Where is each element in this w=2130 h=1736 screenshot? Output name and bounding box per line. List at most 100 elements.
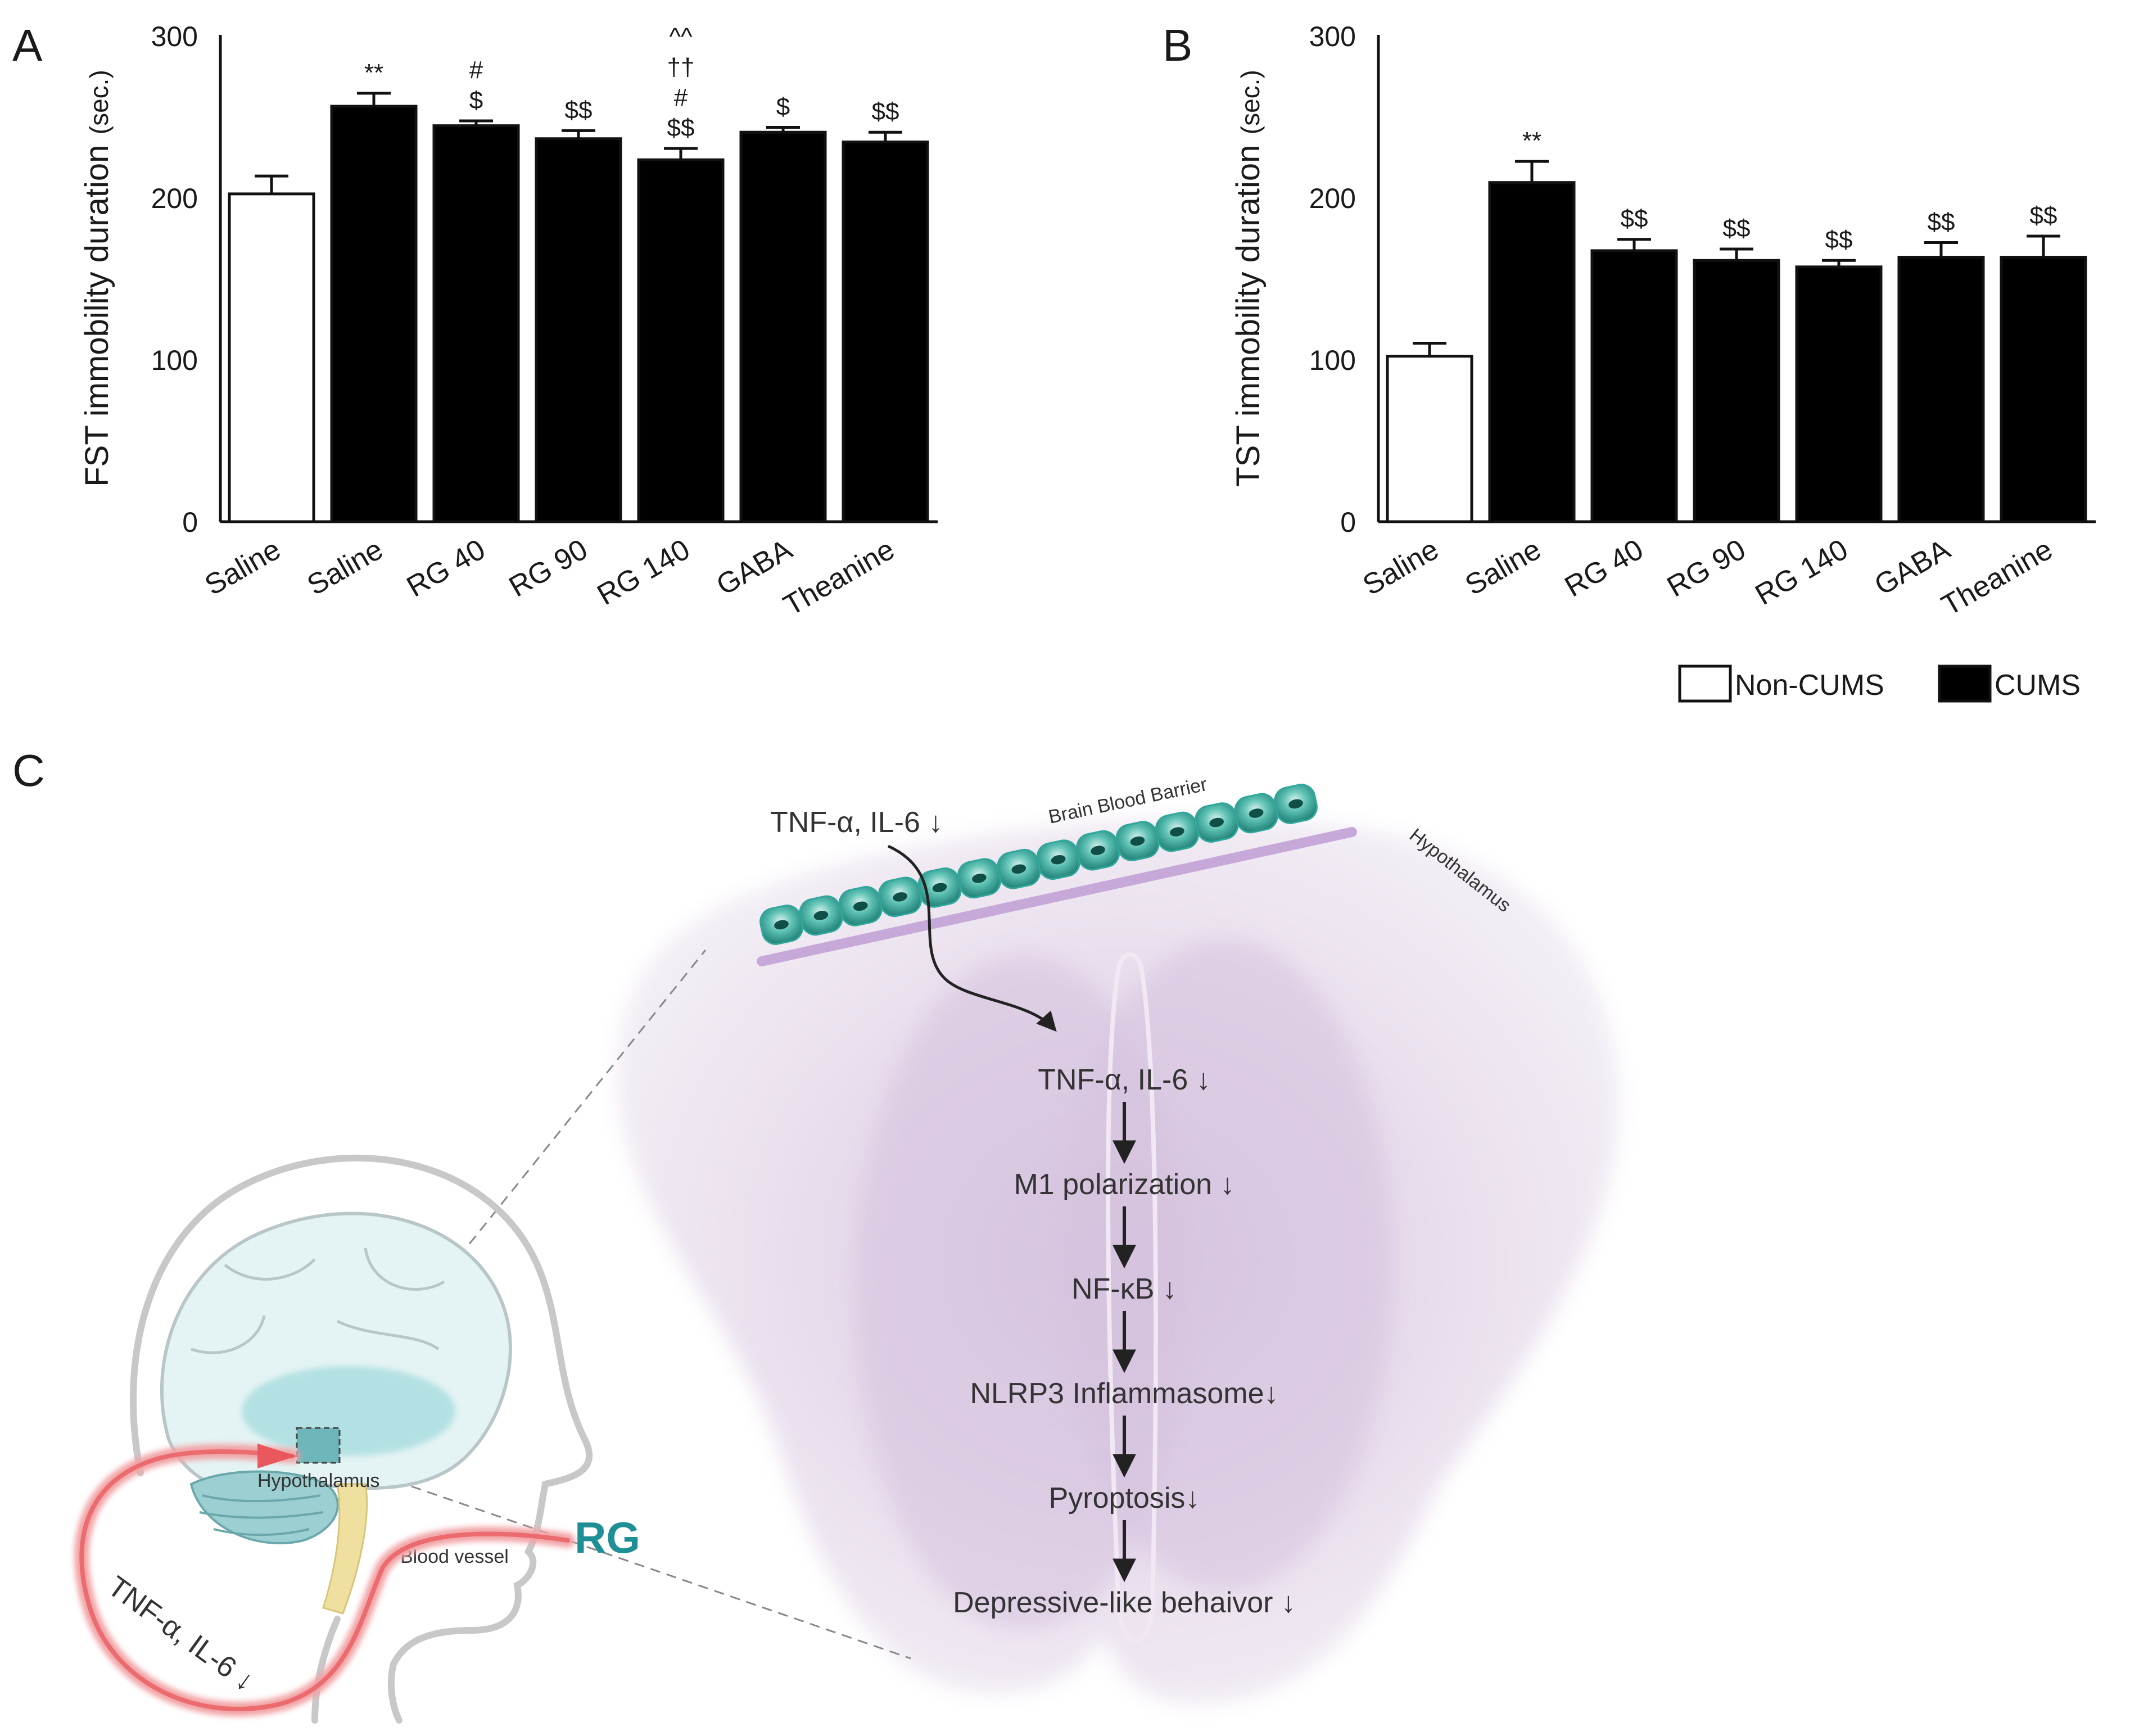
cytokine-entry-arrow bbox=[887, 844, 1057, 1032]
error-bar bbox=[1822, 259, 1856, 267]
error-bar bbox=[1413, 341, 1446, 356]
error-bar bbox=[1515, 160, 1549, 183]
significance-label: $ bbox=[469, 87, 483, 114]
brain-hypothalamus-label: Hypothalamus bbox=[257, 1470, 379, 1491]
endothelial-cell bbox=[957, 858, 1001, 899]
significance-label: $$ bbox=[1723, 215, 1751, 242]
y-tick-label: 0 bbox=[182, 507, 198, 538]
significance-label: ** bbox=[364, 59, 383, 87]
endothelial-cell bbox=[1115, 821, 1160, 861]
bar bbox=[637, 158, 725, 523]
y-tick-label: 100 bbox=[151, 345, 198, 376]
legend-label-cums: CUMS bbox=[1995, 669, 2081, 702]
endothelial-cell bbox=[917, 867, 962, 908]
pathway-flow: TNF-α, IL-6 ↓M1 polarization ↓NF-κB ↓NLR… bbox=[953, 1064, 1296, 1619]
bar bbox=[228, 192, 315, 523]
x-tick-label: Saline bbox=[302, 533, 388, 602]
error-bar bbox=[459, 119, 493, 126]
pathway-step: Depressive-like behaivor ↓ bbox=[953, 1586, 1296, 1619]
brain-highlight bbox=[242, 1366, 455, 1456]
cerebellum-folds bbox=[199, 1494, 324, 1536]
chart-tst: 0 100 200 300 TST immobility duration (s… bbox=[1230, 21, 2096, 622]
endothelial-cell bbox=[1155, 811, 1199, 852]
significance-label: $$ bbox=[565, 96, 593, 124]
x-tick-label: Saline bbox=[1460, 533, 1546, 602]
error-bar bbox=[2027, 234, 2060, 257]
error-bar bbox=[357, 92, 391, 107]
bar bbox=[1795, 265, 1883, 523]
significance-label: # bbox=[674, 84, 688, 111]
x-tick-label: RG 140 bbox=[592, 533, 695, 612]
bbb-membrane bbox=[757, 827, 1357, 966]
bar bbox=[535, 137, 622, 523]
x-tick-label: RG 40 bbox=[401, 533, 491, 603]
error-bar bbox=[1720, 247, 1753, 261]
endothelial-cell bbox=[1195, 802, 1239, 843]
brain-blood-barrier bbox=[757, 784, 1357, 966]
x-tick-label: Saline bbox=[200, 533, 286, 602]
x-tick-label: Theanine bbox=[1936, 533, 2058, 622]
cerebellum bbox=[189, 1470, 339, 1545]
y-axis-unit: (sec.) bbox=[1236, 70, 1265, 134]
y-axis-title-text: FST immobility duration bbox=[79, 145, 115, 487]
zoom-line-bottom bbox=[331, 1458, 911, 1660]
brainstem bbox=[322, 1483, 368, 1615]
error-bar bbox=[1924, 241, 1958, 257]
significance-label: $$ bbox=[2030, 202, 2057, 229]
y-tick-label: 0 bbox=[1340, 507, 1356, 538]
y-tick-label: 100 bbox=[1309, 345, 1356, 376]
significance-label: $$ bbox=[872, 98, 899, 125]
error-bar bbox=[562, 129, 595, 139]
x-tick-label: Theanine bbox=[778, 533, 900, 622]
x-tick-label: RG 40 bbox=[1559, 533, 1649, 603]
head-illustration bbox=[130, 1155, 593, 1724]
neck-outline bbox=[311, 1616, 341, 1724]
endothelial-cell bbox=[1076, 830, 1120, 871]
bar bbox=[1897, 255, 1985, 523]
y-tick-label: 200 bbox=[1309, 183, 1356, 214]
y-tick-label: 300 bbox=[151, 21, 198, 52]
hypothalamus-right-lobe bbox=[1057, 939, 1394, 1591]
y-tick-label: 200 bbox=[151, 183, 198, 214]
legend: Non-CUMS CUMS bbox=[1678, 664, 2081, 703]
bar bbox=[1590, 249, 1678, 523]
bar bbox=[739, 130, 827, 523]
rg-label: RG bbox=[575, 1513, 640, 1562]
significance-label: $$ bbox=[667, 114, 695, 142]
x-tick-label: RG 90 bbox=[504, 533, 593, 603]
x-tick-label: Saline bbox=[1358, 533, 1444, 602]
vessel-arrowhead bbox=[257, 1444, 297, 1468]
chart-fst: 0 100 200 300 FST immobility duration (s… bbox=[79, 21, 938, 622]
error-bar bbox=[766, 126, 800, 133]
significance-label: $ bbox=[776, 93, 790, 121]
panel-letter-b: B bbox=[1163, 20, 1192, 70]
y-axis-unit: (sec.) bbox=[84, 70, 114, 134]
vessel-cytokine-label: TNF-α, IL-6 ↓ bbox=[102, 1570, 261, 1698]
blood-vessel-core bbox=[79, 1449, 570, 1711]
x-tick-label: RG 140 bbox=[1750, 533, 1853, 612]
y-axis-title-text: TST immobility duration bbox=[1230, 145, 1267, 487]
bar bbox=[432, 124, 520, 523]
head-outline bbox=[130, 1155, 593, 1724]
panel-letter-a: A bbox=[12, 20, 43, 70]
error-bar bbox=[1617, 238, 1651, 251]
hypothalamus-box bbox=[296, 1427, 341, 1464]
significance-label: # bbox=[469, 56, 483, 84]
x-tick-label: RG 90 bbox=[1662, 533, 1751, 603]
bar bbox=[1488, 181, 1576, 523]
significance-label: ** bbox=[1522, 127, 1541, 155]
significance-label: $$ bbox=[1928, 208, 1955, 236]
pathway-step: Pyroptosis↓ bbox=[1049, 1482, 1200, 1515]
bar bbox=[1693, 259, 1780, 523]
legend-swatch-cums bbox=[1938, 664, 1992, 703]
bar bbox=[842, 141, 929, 523]
svg-text:TST immobility duration: TST immobility duration (sec.) bbox=[1230, 70, 1267, 487]
significance-label: ^^ bbox=[669, 23, 693, 51]
pathway-step: NLRP3 Inflammasome↓ bbox=[970, 1377, 1278, 1410]
bar bbox=[330, 105, 418, 523]
pathway-step: TNF-α, IL-6 ↓ bbox=[1038, 1064, 1210, 1096]
bar bbox=[2000, 255, 2087, 523]
significance-label: †† bbox=[667, 53, 695, 81]
significance-label: $$ bbox=[1825, 226, 1853, 254]
hypothalamus-background bbox=[617, 819, 1619, 1704]
